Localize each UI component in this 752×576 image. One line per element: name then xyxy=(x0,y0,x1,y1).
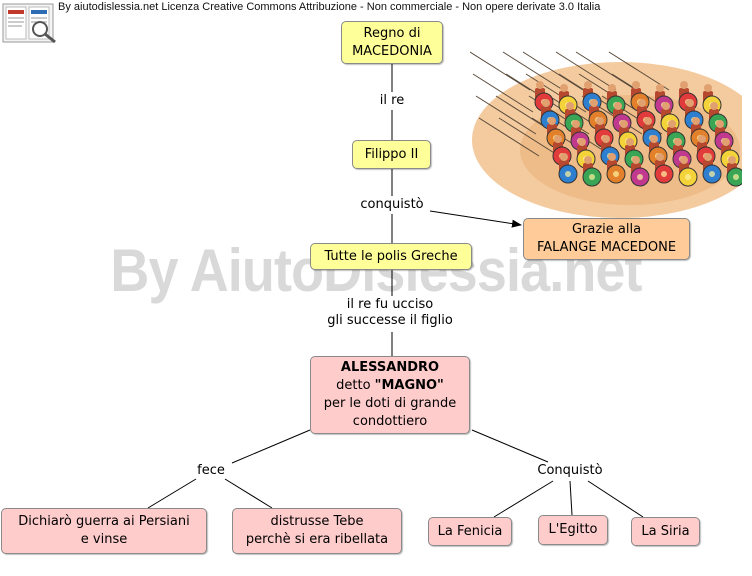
link-alessandro-fece xyxy=(231,429,311,464)
link-label-fece: fece xyxy=(197,463,225,479)
link-conquisto-siria xyxy=(587,480,644,518)
node-alessandro-magno: "MAGNO" xyxy=(374,378,444,393)
node-falange-line1: Grazie alla xyxy=(571,222,642,237)
node-alessandro-line3: per le doti di grande xyxy=(323,396,457,411)
node-alessandro-name: ALESSANDRO xyxy=(340,360,440,375)
link-conquisto-fenicia xyxy=(493,480,554,518)
link-conquisto-egitto xyxy=(569,480,573,516)
link-label-successe-line1: il re fu ucciso xyxy=(346,297,434,312)
link-label-il-re: il re xyxy=(379,93,405,109)
node-persiani-line2: e vinse xyxy=(80,532,128,547)
node-falange-line2: FALANGE MACEDONE xyxy=(536,240,677,255)
node-alessandro-line4: condottiero xyxy=(352,414,428,429)
link-conquisto-falange xyxy=(429,210,522,228)
node-filippo-label: Filippo II xyxy=(364,146,419,162)
node-fenicia[interactable]: La Fenicia xyxy=(428,517,512,546)
node-regno-macedonia[interactable]: Regno di MACEDONIA xyxy=(341,21,443,64)
node-guerra-persiani[interactable]: Dichiarò guerra ai Persiani e vinse xyxy=(1,508,207,554)
link-label-conquisto: conquistò xyxy=(360,197,424,213)
node-distrusse-tebe[interactable]: distrusse Tebe perchè si era ribellata xyxy=(232,508,402,554)
link-alessandro-conquisto xyxy=(471,429,549,463)
phalanx-army-illustration xyxy=(470,51,742,218)
node-regno-macedonia-line1: Regno di xyxy=(363,25,421,41)
license-text: By aiutodislessia.net Licenza Creative C… xyxy=(58,1,601,13)
node-tebe-line1: distrusse Tebe xyxy=(270,514,364,529)
link-label-successe-line2: gli successe il figlio xyxy=(327,313,453,328)
node-polis-greche[interactable]: Tutte le polis Greche xyxy=(310,243,472,270)
link-label-successe: il re fu ucciso gli successe il figlio xyxy=(327,297,453,329)
node-siria-label: La Siria xyxy=(641,523,690,539)
node-falange-macedone[interactable]: Grazie alla FALANGE MACEDONE xyxy=(523,218,690,260)
node-polis-greche-label: Tutte le polis Greche xyxy=(324,248,458,264)
node-filippo[interactable]: Filippo II xyxy=(352,140,431,169)
node-persiani-line1: Dichiarò guerra ai Persiani xyxy=(18,514,190,529)
link-fece-tebe xyxy=(224,478,273,509)
node-tebe-line2: perchè si era ribellata xyxy=(245,532,389,547)
link-fece-persiani xyxy=(147,478,197,509)
node-egitto-label: L'Egitto xyxy=(548,522,598,537)
node-alessandro-epithet: detto "MAGNO" xyxy=(324,377,457,395)
node-alessandro[interactable]: ALESSANDRO detto "MAGNO" per le doti di … xyxy=(310,356,470,434)
book-logo-icon xyxy=(2,3,56,44)
node-fenicia-label: La Fenicia xyxy=(437,523,503,539)
node-alessandro-detto: detto xyxy=(336,378,375,393)
link-label-conquisto-2: Conquistò xyxy=(537,463,603,479)
node-siria[interactable]: La Siria xyxy=(631,517,700,546)
node-regno-macedonia-line2: MACEDONIA xyxy=(352,43,432,59)
node-egitto[interactable]: L'Egitto xyxy=(538,515,608,545)
